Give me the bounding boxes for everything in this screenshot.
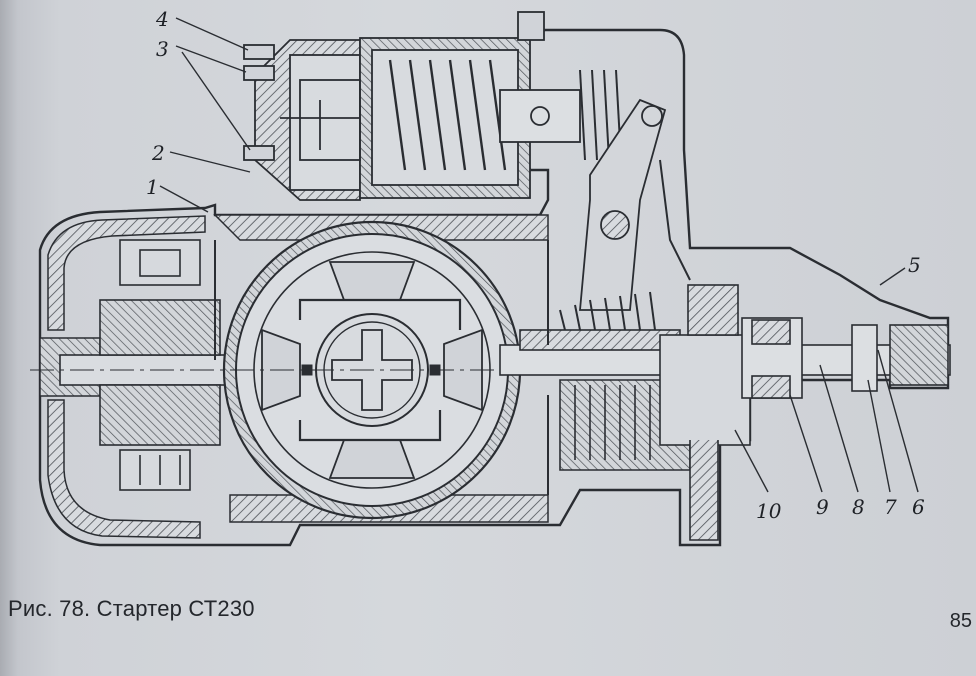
callout-1: 1: [146, 175, 159, 199]
housing-inner-lines: [214, 159, 691, 495]
callout-7: 7: [884, 495, 897, 519]
callout-4: 4: [155, 7, 169, 31]
leader-lines: [159, 17, 919, 493]
housing-outline: [38, 28, 950, 547]
callout-5: 5: [908, 253, 921, 277]
callout-labels: 1 2 3 4 5 6 7 8 9 10: [146, 7, 925, 523]
drive-end: [559, 284, 949, 541]
callout-9: 9: [816, 495, 829, 519]
page-number: 85: [949, 610, 972, 632]
callout-10: 10: [756, 499, 782, 523]
starter-cross-section-figure: 1 2 3 4 5 6 7 8 9 10: [30, 7, 951, 547]
commutator-end: [99, 239, 221, 491]
shift-lever: [559, 98, 667, 331]
solenoid-switch: [243, 11, 622, 201]
callout-8: 8: [852, 495, 865, 519]
callout-6: 6: [912, 495, 925, 519]
starter-drawing: 1 2 3 4 5 6 7 8 9 10: [30, 7, 951, 547]
callout-2: 2: [151, 141, 165, 165]
figure-caption: Рис. 78. Стартер СТ230: [8, 596, 255, 621]
callout-3: 3: [156, 37, 169, 61]
